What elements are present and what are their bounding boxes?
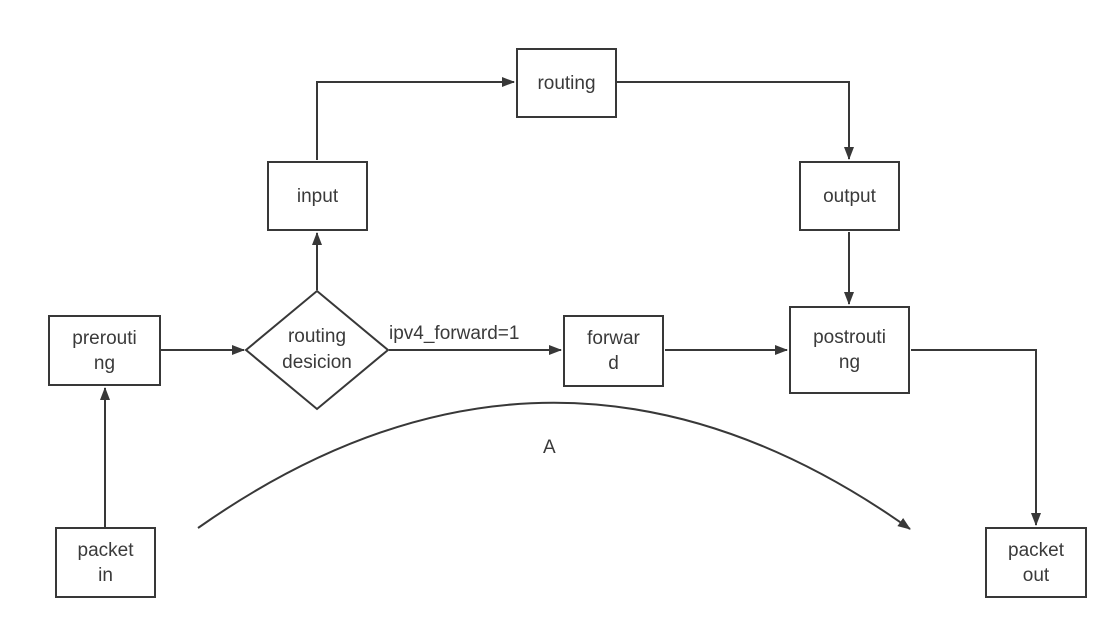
node-output: output <box>799 161 900 231</box>
edge-label-arc-a: A <box>543 437 556 458</box>
node-prerouting: prerouti ng <box>48 315 161 386</box>
decision-diamond-shape <box>244 289 390 411</box>
edge-routing-to-output <box>617 81 854 160</box>
node-postrouting: postrouti ng <box>789 306 910 394</box>
edge-label-ipv4-forward: ipv4_forward=1 <box>389 323 520 344</box>
edge-arc-bypass <box>197 401 911 530</box>
node-forward: forwar d <box>563 315 664 387</box>
node-packet-out: packet out <box>985 527 1087 598</box>
node-routing-decision-label: routing desicion <box>282 326 352 373</box>
node-packet-in: packet in <box>55 527 156 598</box>
node-routing: routing <box>516 48 617 118</box>
node-input: input <box>267 161 368 231</box>
edge-input-to-routing <box>316 77 515 160</box>
edge-postrouting-to-packetout <box>911 349 1041 526</box>
